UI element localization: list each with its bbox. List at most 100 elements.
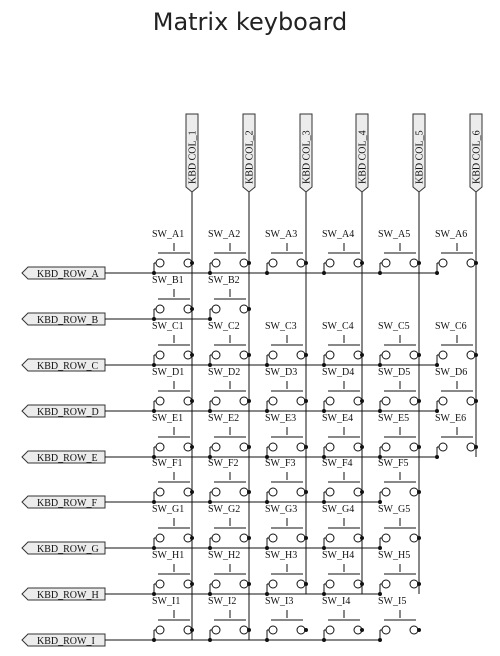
switch-sw-a6: SW_A6 — [435, 229, 478, 275]
row-label: KBD_ROW_I — [37, 636, 95, 647]
junction-dot — [304, 353, 308, 357]
switch-label: SW_F2 — [208, 458, 239, 469]
switch-contact-left — [381, 350, 391, 360]
switch-sw-d1: SW_D1 — [152, 367, 194, 413]
switch-contact-left — [268, 579, 278, 589]
switch-contact-right — [239, 304, 249, 314]
junction-dot — [190, 582, 194, 586]
switch-label: SW_A2 — [208, 229, 240, 240]
column-flag-5 — [412, 113, 426, 193]
row-net-kbd-row-i: KBD_ROW_I — [21, 633, 380, 647]
switch-sw-e1: SW_E1 — [152, 413, 194, 459]
junction-dot — [360, 399, 364, 403]
switch-contact-right — [466, 258, 476, 268]
junction-dot — [360, 445, 364, 449]
junction-dot — [247, 261, 251, 265]
switch-label: SW_A1 — [152, 229, 184, 240]
switch-sw-h4: SW_H4 — [322, 550, 364, 596]
switch-contact-left — [211, 579, 221, 589]
switch-label: SW_I5 — [378, 596, 406, 607]
switch-contact-left — [155, 487, 165, 497]
switch-label: SW_F3 — [265, 458, 296, 469]
junction-dot — [247, 582, 251, 586]
junction-dot — [360, 353, 364, 357]
junction-dot — [322, 592, 326, 596]
junction-dot — [208, 363, 212, 367]
switch-label: SW_E4 — [322, 413, 353, 424]
switch-contact-left — [155, 258, 165, 268]
column-net-2: KBD COL_2 — [242, 113, 256, 640]
switch-contact-left — [268, 487, 278, 497]
switch-label: SW_I3 — [265, 596, 293, 607]
junction-dot — [435, 271, 439, 275]
junction-dot — [378, 455, 382, 459]
switch-contact-right — [239, 625, 249, 635]
junction-dot — [435, 455, 439, 459]
switch-label: SW_E1 — [152, 413, 183, 424]
switch-label: SW_H1 — [152, 550, 184, 561]
switch-label: SW_E5 — [378, 413, 409, 424]
switch-contact-left — [325, 258, 335, 268]
column-label-3: KBD COL_3 — [302, 130, 313, 184]
junction-dot — [378, 546, 382, 550]
switch-label: SW_I1 — [152, 596, 180, 607]
junction-dot — [304, 628, 308, 632]
junction-dot — [190, 536, 194, 540]
switch-contact-left — [211, 304, 221, 314]
junction-dot — [265, 455, 269, 459]
junction-dot — [190, 445, 194, 449]
switch-label: SW_F4 — [322, 458, 353, 469]
junction-dot — [247, 353, 251, 357]
switch-sw-a3: SW_A3 — [265, 229, 308, 275]
row-label: KBD_ROW_F — [37, 498, 97, 509]
switch-label: SW_A5 — [378, 229, 410, 240]
junction-dot — [360, 582, 364, 586]
switch-contact-left — [155, 396, 165, 406]
switch-contact-left — [438, 396, 448, 406]
junction-dot — [208, 317, 212, 321]
junction-dot — [322, 546, 326, 550]
junction-dot — [417, 399, 421, 403]
switch-contact-right — [409, 533, 419, 543]
switch-contact-right — [409, 442, 419, 452]
switch-label: SW_F5 — [378, 458, 409, 469]
switch-contact-right — [239, 396, 249, 406]
switch-sw-g5: SW_G5 — [378, 504, 421, 550]
junction-dot — [417, 582, 421, 586]
row-label: KBD_ROW_A — [37, 269, 99, 280]
switch-label: SW_D2 — [208, 367, 240, 378]
switch-sw-d4: SW_D4 — [322, 367, 364, 413]
switch-contact-left — [268, 533, 278, 543]
row-label: KBD_ROW_B — [37, 315, 98, 326]
switch-sw-g1: SW_G1 — [152, 504, 194, 550]
row-label: KBD_ROW_D — [37, 407, 99, 418]
junction-dot — [190, 307, 194, 311]
switch-sw-c4: SW_C4 — [322, 321, 364, 367]
switch-contact-right — [296, 579, 306, 589]
switch-label: SW_F1 — [152, 458, 183, 469]
switch-contact-left — [211, 625, 221, 635]
switch-sw-h2: SW_H2 — [208, 550, 251, 596]
junction-dot — [190, 353, 194, 357]
switch-label: SW_D6 — [435, 367, 467, 378]
junction-dot — [304, 261, 308, 265]
switch-label: SW_A6 — [435, 229, 467, 240]
switch-sw-e4: SW_E4 — [322, 413, 364, 459]
junction-dot — [322, 409, 326, 413]
switch-contact-left — [381, 258, 391, 268]
switch-contact-right — [296, 533, 306, 543]
column-net-1: KBD COL_1 — [185, 113, 199, 640]
junction-dot — [152, 455, 156, 459]
switch-label: SW_G5 — [378, 504, 410, 515]
switch-sw-d3: SW_D3 — [265, 367, 308, 413]
switch-label: SW_C3 — [265, 321, 297, 332]
switch-label: SW_C5 — [378, 321, 410, 332]
switch-contact-right — [409, 625, 419, 635]
column-flag-2 — [242, 113, 256, 193]
switch-label: SW_A4 — [322, 229, 354, 240]
column-label-5: KBD COL_5 — [415, 130, 426, 184]
column-label-6: KBD COL_6 — [472, 130, 483, 184]
switch-contact-left — [155, 533, 165, 543]
switch-label: SW_D4 — [322, 367, 354, 378]
